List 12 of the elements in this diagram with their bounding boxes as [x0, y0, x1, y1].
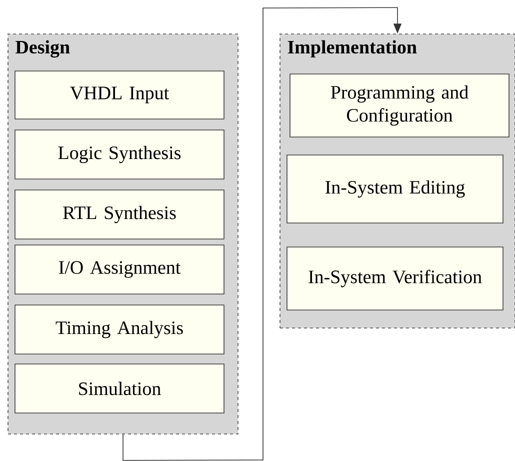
process-box: I/O Assignment [14, 244, 224, 294]
process-box: Timing Analysis [14, 304, 224, 354]
group-heading: Implementation [288, 40, 417, 58]
group-heading: Design [16, 40, 70, 58]
process-box: RTL Synthesis [14, 190, 224, 240]
process-box: In-System Verification [286, 246, 504, 310]
process-box: VHDL Input [14, 70, 224, 120]
process-box: In-System Editing [286, 154, 504, 224]
process-box: Simulation [14, 364, 224, 414]
process-box: Programming and Configuration [290, 74, 510, 138]
arrow [122, 7, 402, 461]
process-box: Logic Synthesis [14, 130, 224, 180]
